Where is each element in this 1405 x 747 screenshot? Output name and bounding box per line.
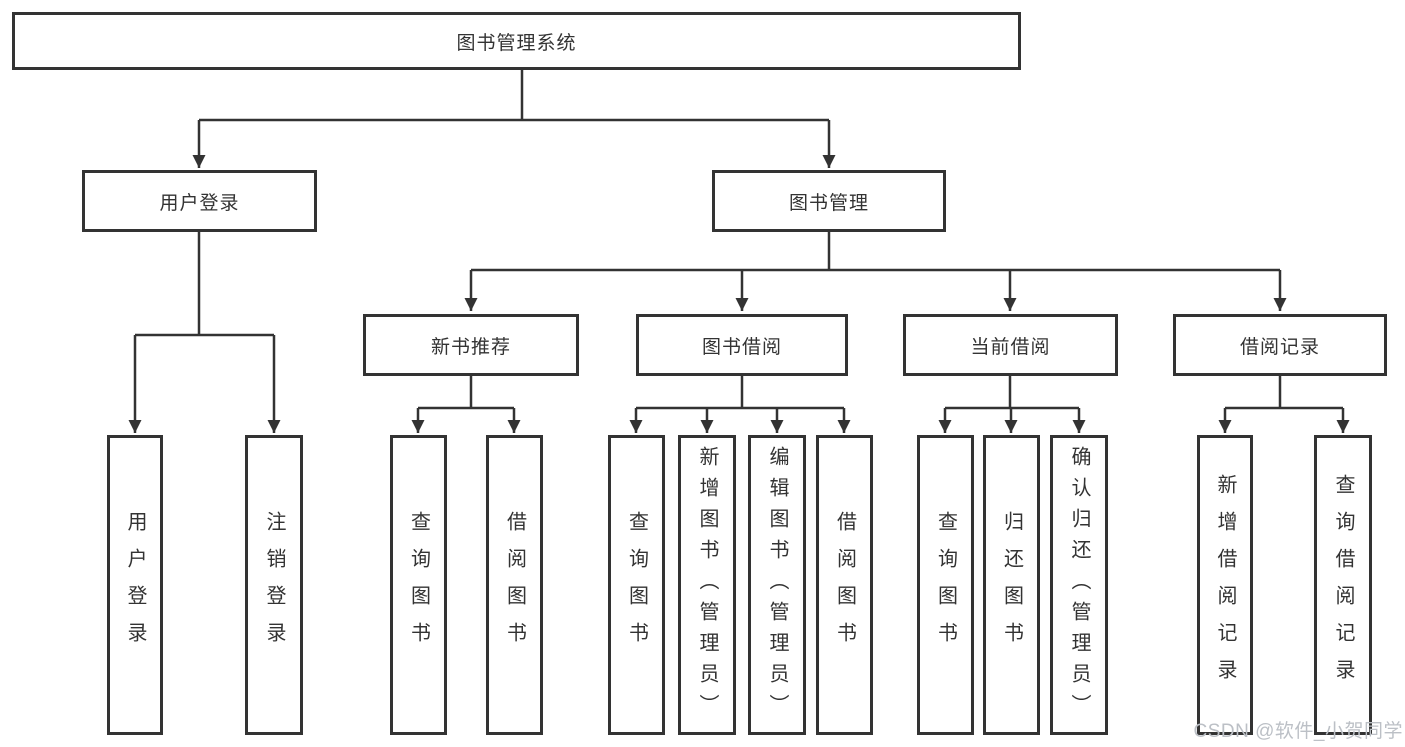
leaf-query-books-recommend: 查询图书: [390, 435, 447, 735]
node-current-borrow: 当前借阅: [903, 314, 1118, 376]
leaf-borrow-books-recommend-label: 借阅图书: [503, 511, 526, 659]
connector-book-borrow-group: [629, 376, 851, 433]
leaf-add-books-admin: 新增图书（管理员）: [678, 435, 736, 735]
leaf-user-login: 用户登录: [107, 435, 163, 735]
node-user-login: 用户登录: [82, 170, 317, 232]
leaf-query-borrow-record-label: 查询借阅记录: [1332, 474, 1354, 696]
node-borrow-record: 借阅记录: [1173, 314, 1387, 376]
leaf-logout-login-label: 注销登录: [263, 511, 285, 659]
node-book-borrow: 图书借阅: [636, 314, 848, 376]
leaf-confirm-return-admin-label: 确认归还（管理员）: [1068, 445, 1090, 725]
node-new-book-recommend: 新书推荐: [363, 314, 579, 376]
connector-new-book-group: [411, 376, 521, 433]
csdn-watermark: CSDN @软件_小贺同学: [1193, 721, 1403, 742]
leaf-add-borrow-record: 新增借阅记录: [1197, 435, 1253, 735]
connector-root-to-branches: [192, 69, 836, 168]
leaf-edit-books-admin: 编辑图书（管理员）: [748, 435, 806, 735]
connector-book-management-to-level3: [464, 232, 1287, 311]
leaf-query-borrow-record: 查询借阅记录: [1314, 435, 1372, 735]
leaf-query-books-current-label: 查询图书: [934, 511, 957, 659]
node-library-management-system: 图书管理系统: [12, 12, 1021, 70]
leaf-query-books-borrow: 查询图书: [608, 435, 665, 735]
connector-user-login-group: [128, 232, 281, 433]
leaf-logout-login: 注销登录: [245, 435, 303, 735]
leaf-return-books-label: 归还图书: [1000, 511, 1023, 659]
leaf-add-books-admin-label: 新增图书（管理员）: [696, 445, 718, 725]
leaf-user-login-label: 用户登录: [124, 511, 146, 659]
leaf-confirm-return-admin: 确认归还（管理员）: [1050, 435, 1108, 735]
leaf-query-books-borrow-label: 查询图书: [625, 511, 648, 659]
connector-borrow-record-group: [1218, 376, 1350, 433]
leaf-borrow-books-recommend: 借阅图书: [486, 435, 543, 735]
leaf-query-books-recommend-label: 查询图书: [407, 511, 430, 659]
leaf-borrow-books: 借阅图书: [816, 435, 873, 735]
leaf-edit-books-admin-label: 编辑图书（管理员）: [766, 445, 788, 725]
leaf-add-borrow-record-label: 新增借阅记录: [1214, 474, 1236, 696]
leaf-return-books: 归还图书: [983, 435, 1040, 735]
connector-current-borrow-group: [938, 376, 1086, 433]
node-book-management: 图书管理: [712, 170, 946, 232]
leaf-borrow-books-label: 借阅图书: [833, 511, 856, 659]
leaf-query-books-current: 查询图书: [917, 435, 974, 735]
